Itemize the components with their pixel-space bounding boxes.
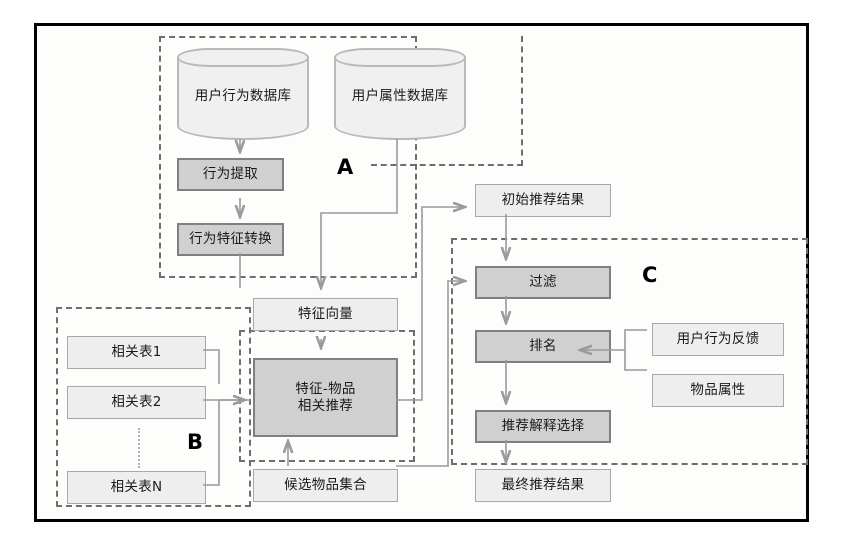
node-user-attribute-db[interactable]: 用户属性数据库 xyxy=(334,48,466,140)
node-feature-vector[interactable]: 特征向量 xyxy=(253,298,398,331)
node-feature-item-recommend-line1: 特征-物品 xyxy=(295,380,356,397)
node-ranking-label: 排名 xyxy=(529,338,557,355)
node-user-behavior-db[interactable]: 用户行为数据库 xyxy=(177,48,309,140)
node-related-table-2[interactable]: 相关表2 xyxy=(67,386,206,419)
node-related-table-1-label: 相关表1 xyxy=(111,344,162,361)
node-related-table-1[interactable]: 相关表1 xyxy=(67,336,206,369)
node-user-behavior-db-label: 用户行为数据库 xyxy=(194,88,292,104)
node-filter-label: 过滤 xyxy=(529,274,557,291)
node-recommend-explanation-select-label: 推荐解释选择 xyxy=(501,418,585,435)
node-feature-item-recommend-line2: 相关推荐 xyxy=(297,397,354,414)
node-candidate-item-set-label: 候选物品集合 xyxy=(284,477,367,494)
node-initial-recommend-result[interactable]: 初始推荐结果 xyxy=(475,184,611,217)
node-behavior-extraction[interactable]: 行为提取 xyxy=(177,158,284,191)
node-related-table-2-label: 相关表2 xyxy=(111,394,162,411)
group-box-a-right-extension xyxy=(371,36,523,166)
group-label-c: C xyxy=(642,263,658,287)
node-final-recommend-result-label: 最终推荐结果 xyxy=(501,477,585,494)
node-feature-vector-label: 特征向量 xyxy=(297,306,354,323)
node-related-table-n-label: 相关表N xyxy=(110,479,163,496)
node-item-attribute-label: 物品属性 xyxy=(690,382,746,399)
cylinder-top xyxy=(177,48,309,67)
group-box-a xyxy=(159,36,417,278)
group-label-b: B xyxy=(187,430,204,454)
node-recommend-explanation-select[interactable]: 推荐解释选择 xyxy=(475,410,611,443)
node-candidate-item-set[interactable]: 候选物品集合 xyxy=(253,469,398,502)
cylinder-body xyxy=(177,57,309,140)
node-related-table-n[interactable]: 相关表N xyxy=(67,471,206,504)
node-ranking[interactable]: 排名 xyxy=(475,330,611,363)
node-final-recommend-result[interactable]: 最终推荐结果 xyxy=(475,469,611,502)
diagram-outer-frame: A B C 用户行为数据库 用户属性数据库 行为提取 行为特征转换 特征向量 相… xyxy=(34,23,809,522)
node-user-behavior-feedback-label: 用户行为反馈 xyxy=(676,331,760,348)
node-behavior-feature-transform[interactable]: 行为特征转换 xyxy=(177,223,284,256)
node-feature-item-recommend[interactable]: 特征-物品 相关推荐 xyxy=(253,358,398,437)
group-label-a: A xyxy=(337,155,354,179)
node-initial-recommend-result-label: 初始推荐结果 xyxy=(501,192,585,209)
node-user-behavior-feedback[interactable]: 用户行为反馈 xyxy=(652,323,784,356)
group-box-b xyxy=(56,307,251,507)
node-filter[interactable]: 过滤 xyxy=(475,266,611,299)
cylinder-top xyxy=(334,48,466,67)
vertical-ellipsis xyxy=(138,428,140,468)
node-user-attribute-db-label: 用户属性数据库 xyxy=(351,88,449,104)
cylinder-body xyxy=(334,57,466,140)
node-item-attribute[interactable]: 物品属性 xyxy=(652,374,784,407)
node-behavior-feature-transform-label: 行为特征转换 xyxy=(189,231,272,248)
node-behavior-extraction-label: 行为提取 xyxy=(202,166,259,183)
